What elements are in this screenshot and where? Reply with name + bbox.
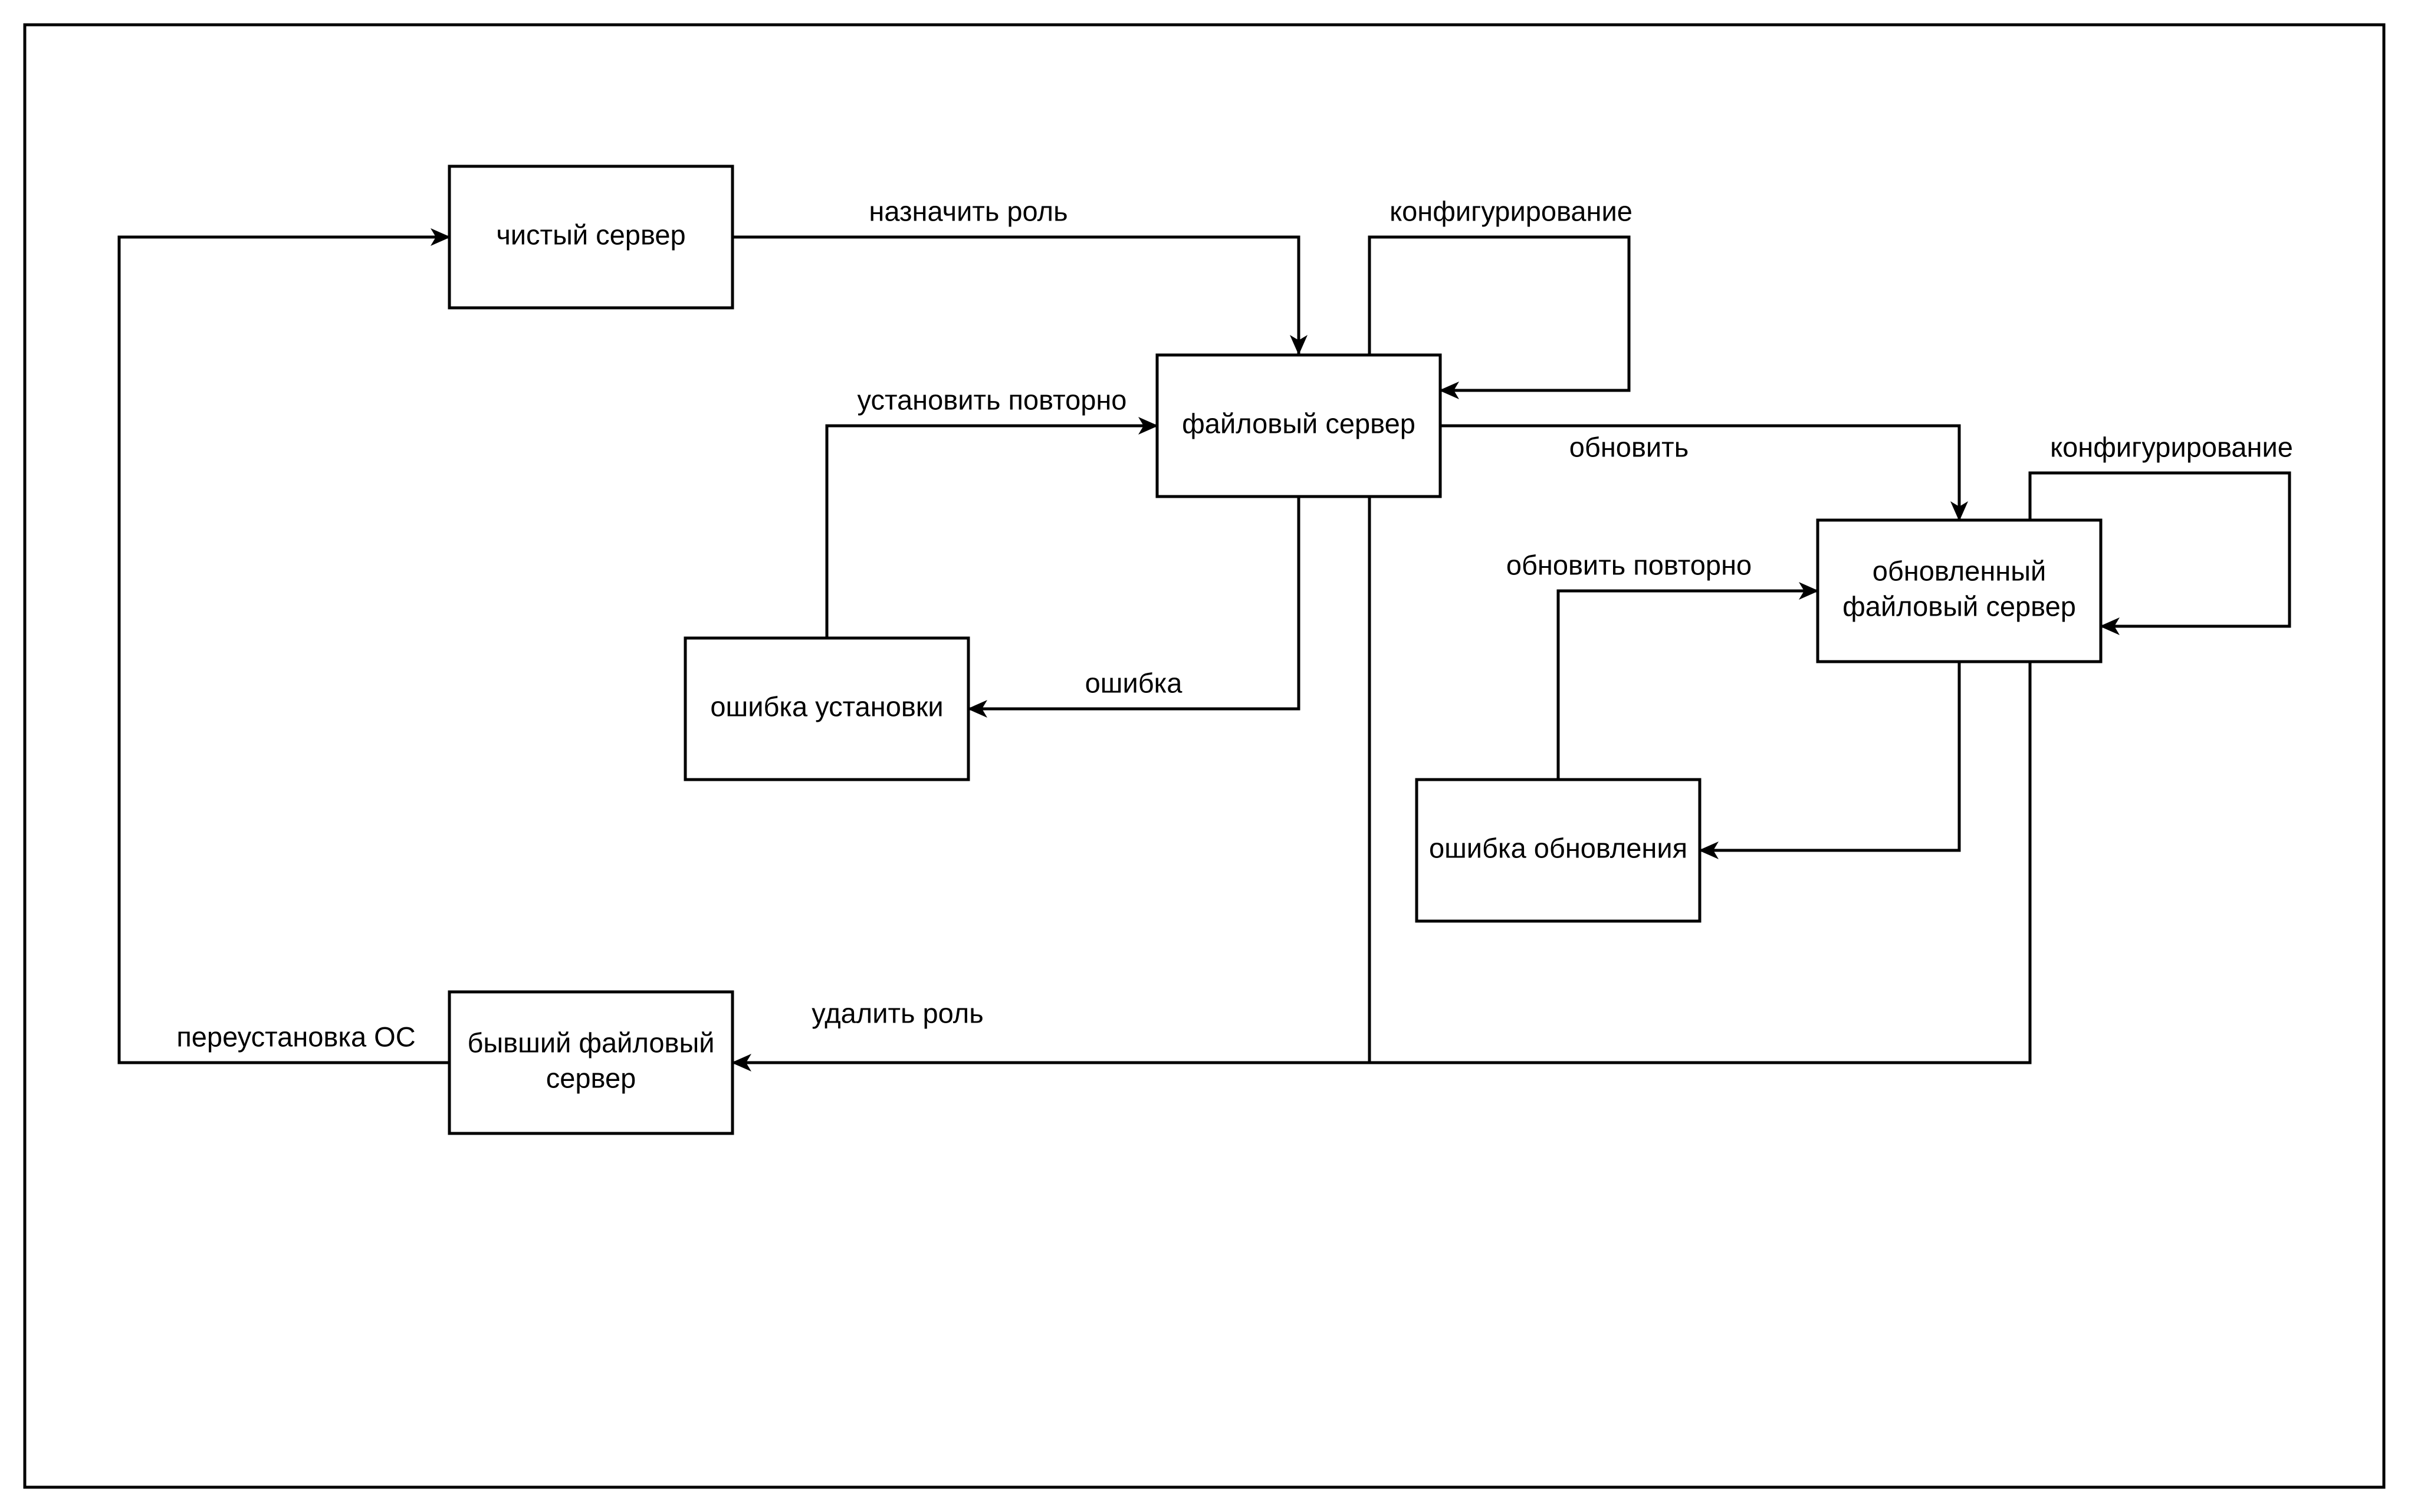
edge-label-configure-updated: конфигурирование — [2050, 431, 2293, 462]
node-former-file-server-label-line2: сервер — [546, 1062, 636, 1093]
node-install-error-box — [684, 636, 970, 781]
node-clean-server[interactable]: чистый сервер — [448, 165, 734, 310]
edge-label-remove-role: удалить роль — [812, 997, 983, 1028]
edge-updated-to-error — [1699, 662, 1961, 859]
edge-reinstall — [825, 417, 1158, 638]
node-update-error[interactable]: ошибка обновления — [1415, 778, 1702, 923]
edge-configure-updated — [2028, 471, 2291, 635]
node-updated-file-server[interactable]: обновленный файловый сервер — [1816, 518, 2103, 663]
edge-error — [967, 497, 1300, 718]
edge-label-configure-file-server: конфигурирование — [1390, 195, 1632, 226]
node-former-file-server[interactable]: бывший файловый сервер — [448, 990, 734, 1135]
diagram-frame — [23, 23, 2386, 1489]
node-update-error-label: ошибка обновления — [1429, 832, 1687, 863]
node-updated-file-server-label-line2: файловый сервер — [1842, 590, 2076, 622]
edge-label-reinstall-os: переустановка ОС — [176, 1021, 415, 1052]
node-former-file-server-box — [448, 990, 734, 1135]
edge-label-reinstall: установить повторно — [858, 384, 1127, 415]
edge-update — [1440, 424, 1968, 521]
edge-label-assign-role: назначить роль — [869, 195, 1067, 226]
edge-reinstall-os — [117, 228, 451, 1064]
node-file-server[interactable]: файловый сервер — [1155, 353, 1442, 498]
node-update-error-box — [1415, 778, 1702, 923]
node-install-error[interactable]: ошибка установки — [684, 636, 970, 781]
node-install-error-label: ошибка установки — [710, 691, 943, 722]
node-former-file-server-label-line1: бывший файловый — [467, 1027, 714, 1058]
edge-updated-remove-role — [1369, 662, 2032, 1064]
edge-label-error: ошибка — [1085, 667, 1183, 698]
node-updated-file-server-box — [1816, 518, 2103, 663]
edge-configure-file-server — [1368, 235, 1631, 399]
edge-assign-role — [733, 235, 1308, 355]
edge-label-update: обновить — [1569, 431, 1689, 462]
node-file-server-label: файловый сервер — [1182, 407, 1415, 439]
edge-label-update-again: обновить повторно — [1506, 549, 1752, 580]
node-file-server-box — [1155, 353, 1442, 498]
edge-update-again — [1556, 582, 1819, 780]
node-clean-server-box — [448, 165, 734, 310]
node-updated-file-server-label-line1: обновленный — [1873, 555, 2047, 586]
node-clean-server-label: чистый сервер — [496, 219, 685, 250]
